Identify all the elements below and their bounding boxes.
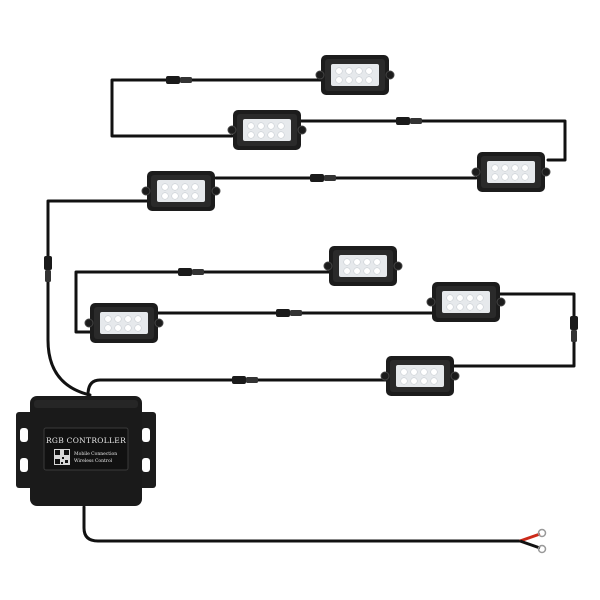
light-pods [84, 54, 551, 397]
connector [276, 309, 290, 317]
mount-slot [142, 458, 150, 472]
connector [571, 330, 577, 342]
controller-title: RGB CONTROLLER [46, 436, 126, 445]
connector [246, 377, 258, 383]
housing-top-edge [34, 400, 138, 408]
rock-light-pod [323, 245, 403, 287]
rgb-controller: RGB CONTROLLER Mobile Connection Wireles… [16, 396, 156, 506]
mount-slot [20, 428, 28, 442]
rock-light-pod [380, 355, 460, 397]
mount-slot [142, 428, 150, 442]
controller-line-1: Mobile Connection [74, 451, 117, 457]
rock-light-pod [227, 109, 307, 151]
connectors [44, 76, 578, 384]
connector [324, 175, 336, 181]
power-lead [82, 505, 522, 543]
rock-light-pod [426, 281, 506, 323]
wire-bottom-in [86, 378, 388, 397]
connector [232, 376, 246, 384]
connector [166, 76, 180, 84]
connector [45, 270, 51, 282]
connector [178, 268, 192, 276]
rock-light-pod [84, 302, 164, 344]
wire-top-loop [110, 78, 324, 138]
connector [290, 310, 302, 316]
wire-left-down [46, 199, 150, 397]
ring-terminal-red [537, 528, 547, 538]
black-lead [519, 539, 541, 550]
connector [570, 316, 578, 330]
connector [44, 256, 52, 270]
red-lead [519, 532, 541, 543]
rock-light-pod [141, 170, 221, 212]
rock-light-pod [471, 151, 551, 193]
mount-slot [20, 458, 28, 472]
qr-code-pattern [55, 450, 69, 464]
rock-light-pod [315, 54, 395, 96]
wire-row2-right [298, 119, 567, 162]
connector [396, 117, 410, 125]
connector [192, 269, 204, 275]
connector [410, 118, 422, 124]
connector [310, 174, 324, 182]
controller-line-2: Wireless Control [74, 458, 113, 464]
connector [180, 77, 192, 83]
ring-terminal-black [537, 544, 547, 554]
